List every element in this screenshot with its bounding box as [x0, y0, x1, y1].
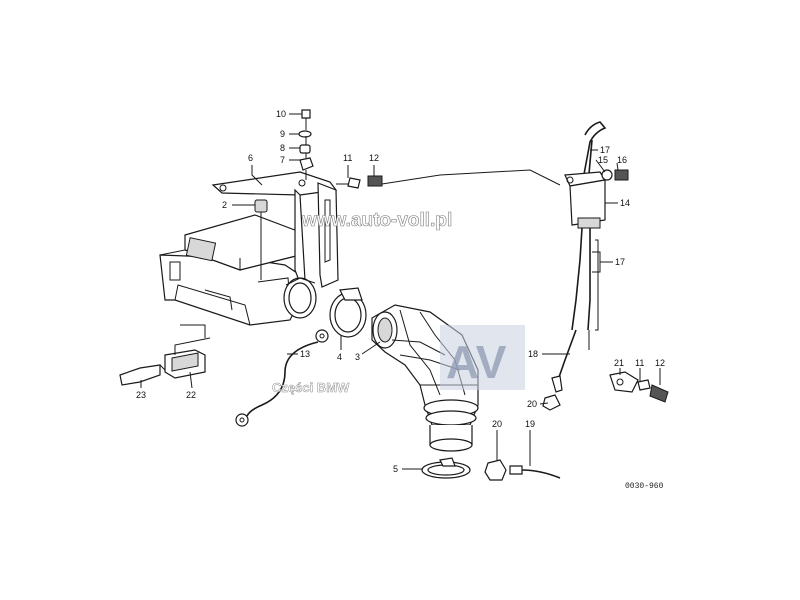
line-bottom — [484, 459, 561, 481]
callout-5: 5 — [393, 464, 398, 474]
callout-12-right: 12 — [655, 358, 665, 368]
callout-19: 19 — [525, 419, 535, 429]
callout-20-right: 20 — [527, 399, 537, 409]
callout-20-bottom: 20 — [492, 419, 502, 429]
watermark-logo-text: AV — [446, 336, 507, 388]
leader-lines — [140, 113, 661, 470]
hose-clamp — [329, 287, 367, 338]
callout-6: 6 — [248, 153, 253, 163]
callout-11-top: 11 — [343, 153, 352, 163]
callout-4: 4 — [337, 352, 342, 362]
callout-labels: 10 9 8 7 6 11 12 2 17 15 16 14 17 13 4 3… — [136, 109, 665, 474]
solenoid-valve — [542, 121, 629, 411]
clamp-5 — [421, 457, 471, 479]
callout-16: 16 — [617, 155, 627, 165]
bracket-21 — [609, 371, 669, 403]
watermark: AV www.auto-voll.pl Części BMW — [272, 210, 525, 395]
callout-15: 15 — [598, 155, 608, 165]
callout-12-top: 12 — [369, 153, 379, 163]
callout-17-mid: 17 — [615, 257, 625, 267]
callout-13: 13 — [300, 349, 310, 359]
watermark-url: www.auto-voll.pl — [301, 210, 452, 231]
reference-code: 0030-960 — [625, 482, 664, 491]
callout-9: 9 — [280, 129, 285, 139]
watermark-subtitle: Części BMW — [272, 380, 350, 395]
callout-22: 22 — [186, 390, 196, 400]
callout-10: 10 — [276, 109, 286, 119]
callout-18: 18 — [528, 349, 538, 359]
watermark-logo-box — [440, 325, 525, 390]
callout-11-right: 11 — [635, 358, 644, 368]
connector-parts — [119, 337, 211, 386]
callout-8: 8 — [280, 143, 285, 153]
callout-17-top: 17 — [600, 145, 610, 155]
callout-2: 2 — [222, 200, 227, 210]
sensor-wire — [235, 329, 329, 427]
callout-23: 23 — [136, 390, 146, 400]
air-flow-meter — [159, 109, 383, 326]
callout-7: 7 — [280, 155, 285, 165]
callout-21: 21 — [614, 358, 624, 368]
callout-3: 3 — [355, 352, 360, 362]
callout-14: 14 — [620, 198, 630, 208]
